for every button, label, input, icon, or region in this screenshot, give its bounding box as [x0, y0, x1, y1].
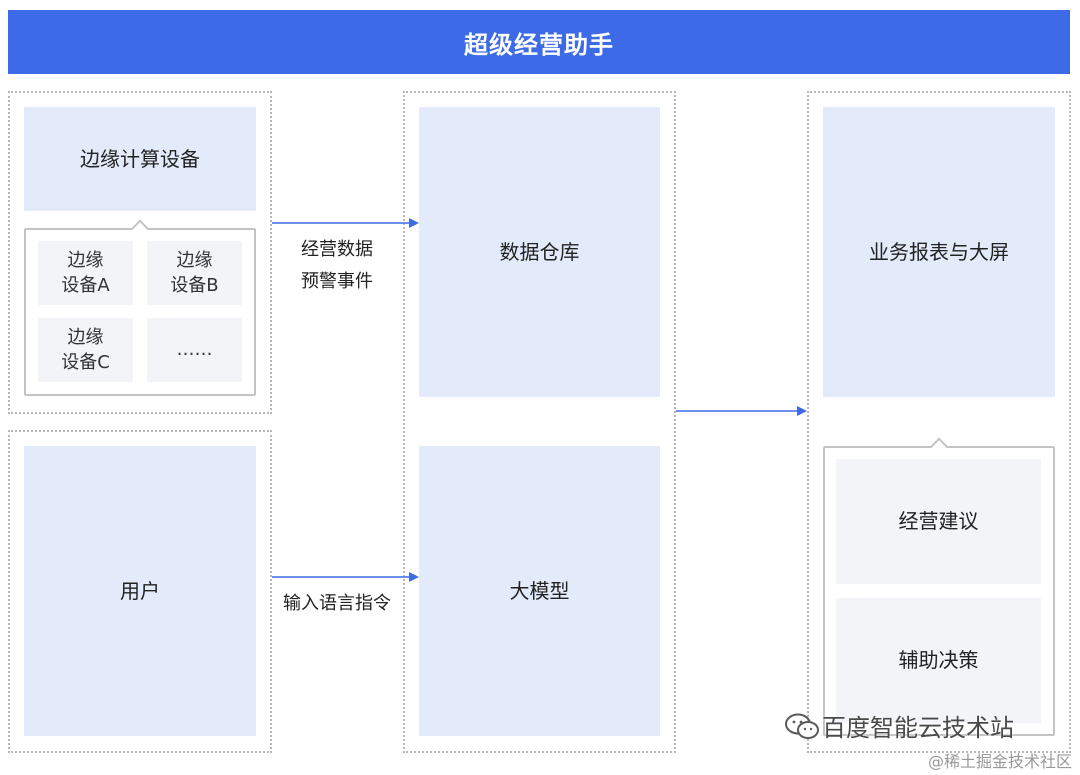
edge-label-business-data: 经营数据 — [277, 234, 397, 266]
edge-label-language-input: 输入语言指令 — [272, 588, 402, 620]
advice-block: 经营建议 — [836, 459, 1041, 584]
title-bar: 超级经营助手 — [8, 10, 1070, 74]
middle-group — [403, 91, 676, 753]
edge-label-alert-events: 预警事件 — [277, 266, 397, 298]
device-b: 边缘 设备B — [147, 241, 242, 305]
device-c-label: 边缘 设备C — [61, 326, 110, 373]
decision-label: 辅助决策 — [898, 648, 979, 672]
advice-label: 经营建议 — [898, 509, 979, 533]
watermark-main: 百度智能云技术站 — [822, 708, 1014, 743]
right-group — [807, 91, 1071, 753]
device-a-label: 边缘 设备A — [61, 249, 110, 296]
diagram-title: 超级经营助手 — [464, 30, 614, 59]
watermark-sub: @稀土掘金技术社区 — [928, 748, 1072, 772]
large-model-block: 大模型 — [419, 446, 660, 736]
reports-block: 业务报表与大屏 — [823, 107, 1055, 397]
user-block: 用户 — [24, 446, 256, 736]
watermark-main-text: 百度智能云技术站 — [822, 714, 1014, 742]
device-c: 边缘 设备C — [38, 318, 133, 382]
device-b-label: 边缘 设备B — [170, 249, 219, 296]
wechat-icon — [785, 713, 819, 739]
edge-devices-block: 边缘计算设备 — [24, 107, 256, 211]
arrow-edge-to-warehouse — [272, 218, 419, 228]
arrow-middle-to-reports — [676, 406, 807, 416]
edge-label-line-1: 经营数据 — [301, 239, 373, 260]
decision-block: 辅助决策 — [836, 598, 1041, 723]
edge-label-user-to-model: 输入语言指令 — [283, 593, 391, 614]
arrow-user-to-model — [272, 572, 419, 582]
reports-label: 业务报表与大屏 — [869, 239, 1009, 264]
edge-devices-label: 边缘计算设备 — [80, 146, 200, 171]
device-more: …… — [147, 318, 242, 382]
edge-label-line-2: 预警事件 — [301, 271, 373, 292]
data-warehouse-block: 数据仓库 — [419, 107, 660, 397]
watermark-sub-text: @稀土掘金技术社区 — [927, 752, 1072, 771]
user-group — [8, 430, 272, 753]
device-more-label: …… — [176, 339, 213, 361]
device-a: 边缘 设备A — [38, 241, 133, 305]
data-warehouse-label: 数据仓库 — [499, 239, 580, 264]
large-model-label: 大模型 — [509, 578, 570, 603]
user-label: 用户 — [120, 578, 160, 603]
edge-devices-group — [8, 91, 272, 414]
